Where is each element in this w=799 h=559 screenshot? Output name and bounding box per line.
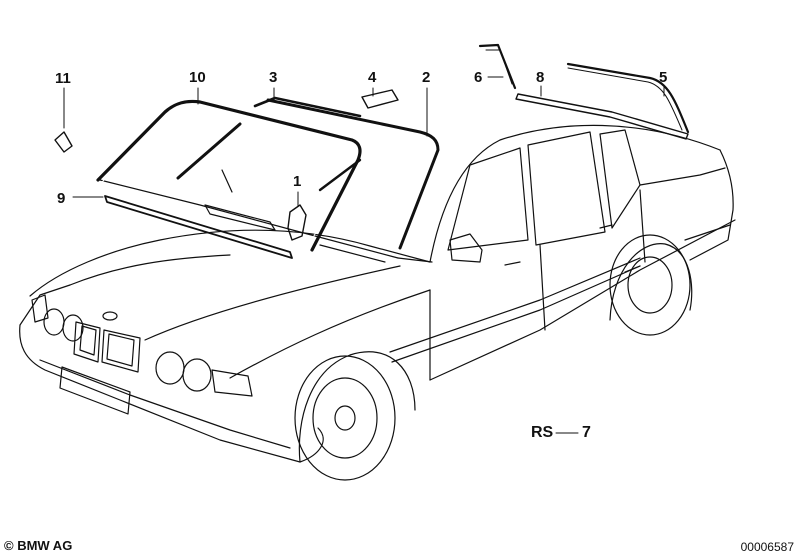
callout-11: 11 xyxy=(55,70,71,87)
part-8-strip xyxy=(515,93,689,140)
part-9-strip xyxy=(104,195,293,259)
callout-2: 2 xyxy=(422,69,431,86)
callout-3: 3 xyxy=(269,69,278,86)
part-4-clip xyxy=(361,89,399,109)
part-5-seal xyxy=(566,62,690,134)
leader-lines xyxy=(63,76,665,434)
trim-parts xyxy=(54,43,690,259)
callout-9: 9 xyxy=(57,190,66,207)
callout-8: 8 xyxy=(536,69,545,86)
callout-10: 10 xyxy=(189,69,206,86)
callout-1: 1 xyxy=(293,173,302,190)
rs-label: RS xyxy=(531,424,554,441)
part-1-sensor xyxy=(287,204,307,241)
callout-5: 5 xyxy=(659,69,668,86)
part-3-strip xyxy=(253,96,362,118)
callout-6: 6 xyxy=(474,69,483,86)
part-10-windshield-frame xyxy=(96,99,362,252)
callout-7: 7 xyxy=(582,424,591,441)
part-2-seal xyxy=(266,98,440,250)
diagram-number: 00006587 xyxy=(740,540,794,554)
callout-4: 4 xyxy=(368,69,377,86)
copyright-text: © BMW AG xyxy=(4,538,73,553)
part-6-seal xyxy=(478,43,517,90)
car-body xyxy=(19,124,736,481)
part-11-clip xyxy=(54,131,73,153)
